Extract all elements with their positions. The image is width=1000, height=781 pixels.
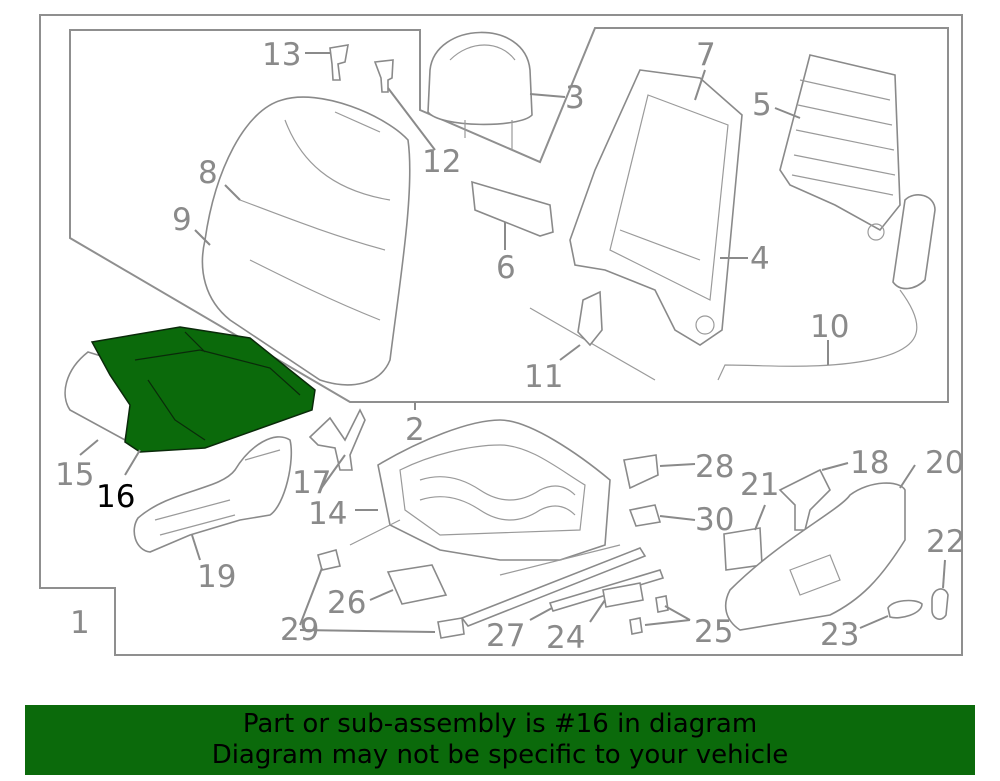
banner-line-1: Part or sub-assembly is #16 in diagram <box>242 709 758 739</box>
part-13-clip <box>329 44 349 81</box>
outer-frame <box>39 14 963 656</box>
seatback-frame <box>569 69 743 346</box>
label-25: 25 <box>694 614 733 650</box>
label-27: 27 <box>486 618 525 654</box>
label-4: 4 <box>750 241 770 277</box>
part-25-clips <box>629 595 669 635</box>
part-20-side-cover <box>724 482 906 631</box>
part-6-bracket <box>471 180 554 237</box>
part-10-cable <box>717 194 936 381</box>
label-9: 9 <box>172 202 192 238</box>
part-29-clip <box>317 549 341 571</box>
label-29: 29 <box>280 612 319 648</box>
label-23: 23 <box>820 617 859 653</box>
label-16-highlighted: 16 <box>96 479 135 515</box>
part-28-bracket <box>623 454 659 490</box>
label-24: 24 <box>546 620 585 656</box>
part-16-cushion-cover <box>90 326 316 453</box>
label-26: 26 <box>327 585 366 621</box>
label-8: 8 <box>198 155 218 191</box>
label-2: 2 <box>405 412 425 448</box>
label-20: 20 <box>925 445 964 481</box>
label-21: 21 <box>740 467 779 503</box>
label-5: 5 <box>752 87 772 123</box>
part-20-panel <box>789 554 841 596</box>
part-labels: 13 3 7 5 8 12 9 6 4 10 11 2 15 16 17 14 … <box>55 37 965 656</box>
label-18: 18 <box>850 445 889 481</box>
part-29-clip-b <box>437 617 465 639</box>
headrest <box>427 31 533 150</box>
part-18-bracket <box>778 468 831 531</box>
label-15: 15 <box>55 457 94 493</box>
label-19: 19 <box>197 559 236 595</box>
label-6: 6 <box>496 250 516 286</box>
banner-line-2: Diagram may not be specific to your vehi… <box>211 740 789 770</box>
part-26-module <box>386 564 448 605</box>
label-7: 7 <box>696 37 716 73</box>
label-11: 11 <box>524 359 563 395</box>
info-banner: Part or sub-assembly is #16 in diagram D… <box>25 705 975 775</box>
part-11-rod <box>529 290 656 381</box>
lumbar-support <box>779 54 901 241</box>
part-23-cap <box>887 599 923 619</box>
part-19-side-shield <box>133 436 293 553</box>
leader-lines <box>79 52 946 633</box>
seatback-cover <box>201 96 411 386</box>
label-12: 12 <box>422 144 461 180</box>
label-17: 17 <box>292 465 331 501</box>
label-10: 10 <box>810 309 849 345</box>
part-17-bracket <box>308 408 366 471</box>
seat-parts-diagram: 13 3 7 5 8 12 9 6 4 10 11 2 15 16 17 14 … <box>39 14 965 656</box>
label-22: 22 <box>926 524 965 560</box>
part-27-rail <box>460 547 647 627</box>
part-22-knob <box>931 588 949 620</box>
inner-frame <box>69 27 949 403</box>
label-28: 28 <box>695 449 734 485</box>
part-30-clip <box>628 504 662 527</box>
label-30: 30 <box>695 502 734 538</box>
part-14-cushion-frame <box>349 419 621 576</box>
label-1: 1 <box>70 605 90 641</box>
label-3: 3 <box>565 80 585 116</box>
label-14: 14 <box>308 496 347 532</box>
label-13: 13 <box>262 37 301 73</box>
part-12-clip <box>373 59 394 93</box>
